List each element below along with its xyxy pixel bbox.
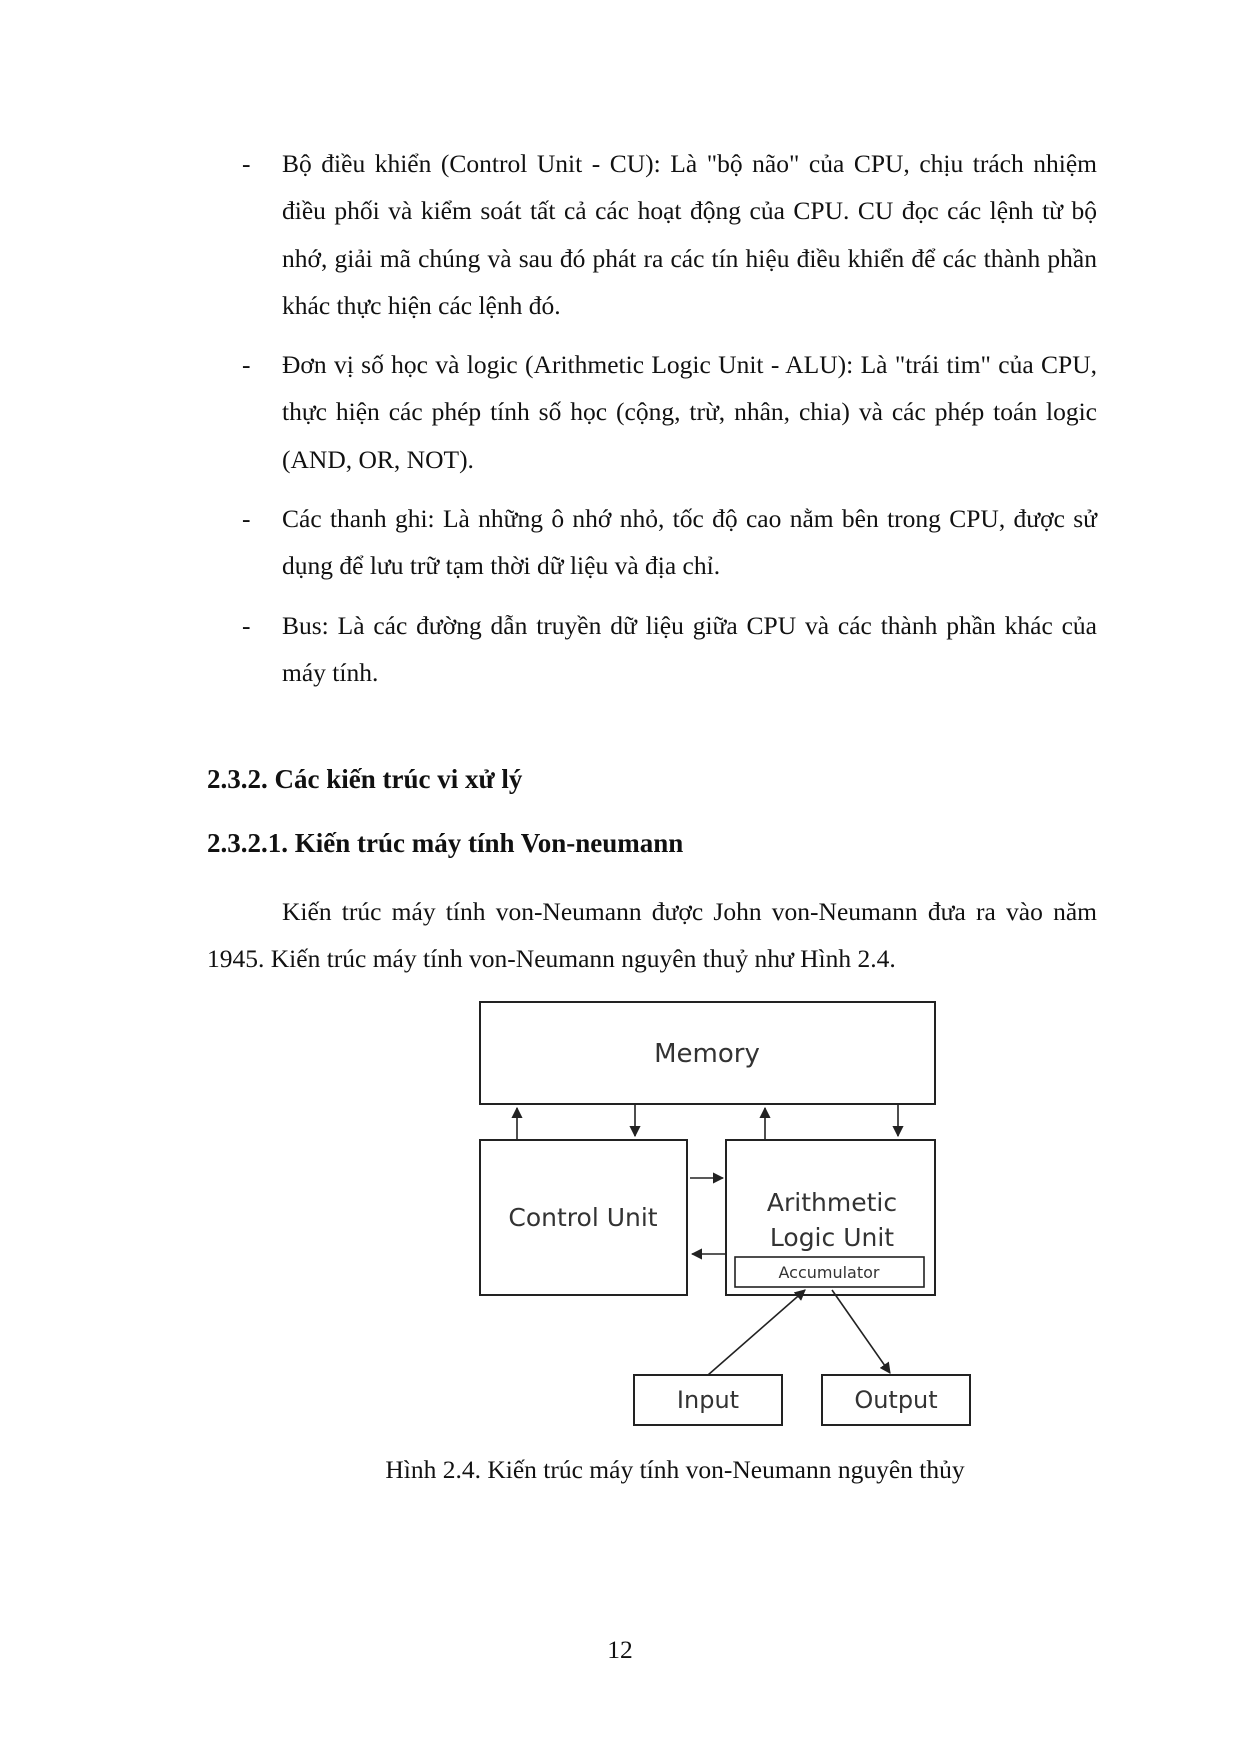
diagram-svg: Memory Control Unit Arithmetic Logic Uni…	[479, 1001, 971, 1426]
memory-box	[479, 1001, 936, 1105]
bullet-text: Bus: Là các đường dẫn truyền dữ liệu giữ…	[282, 610, 1097, 687]
input-box	[633, 1374, 783, 1426]
bullet-text: Bộ điều khiển (Control Unit - CU): Là "b…	[282, 149, 1097, 320]
bullet-item-control-unit: - Bộ điều khiển (Control Unit - CU): Là …	[207, 140, 1097, 329]
output-box	[821, 1374, 971, 1426]
input-label: Input	[677, 1386, 739, 1414]
bullet-text: Các thanh ghi: Là những ô nhớ nhỏ, tốc đ…	[282, 504, 1097, 581]
bullet-list: - Bộ điều khiển (Control Unit - CU): Là …	[207, 140, 1097, 708]
alu-label-line2: Logic Unit	[770, 1223, 894, 1252]
bullet-item-registers: - Các thanh ghi: Là những ô nhớ nhỏ, tốc…	[207, 495, 1097, 590]
bullet-dash: -	[242, 610, 251, 640]
bullet-dash: -	[242, 350, 251, 380]
von-neumann-diagram: Memory Control Unit Arithmetic Logic Uni…	[470, 990, 980, 1430]
input-to-accumulator-arrow	[707, 1289, 806, 1376]
accumulator-label: Accumulator	[778, 1263, 879, 1282]
bullet-item-alu: - Đơn vị số học và logic (Arithmetic Log…	[207, 341, 1097, 483]
subsection-heading: 2.3.2.1. Kiến trúc máy tính Von-neumann	[207, 828, 684, 858]
accumulator-to-output-arrow	[831, 1289, 891, 1374]
bullet-dash: -	[242, 149, 251, 178]
figure-caption: Hình 2.4. Kiến trúc máy tính von-Neumann…	[385, 1455, 965, 1484]
accumulator-box	[734, 1256, 925, 1288]
alu-label-line1: Arithmetic	[767, 1188, 897, 1217]
output-label: Output	[854, 1386, 937, 1414]
control-unit-label: Control Unit	[508, 1203, 657, 1232]
page-number: 12	[607, 1635, 633, 1664]
bullet-dash: -	[242, 504, 251, 534]
bullet-text: Đơn vị số học và logic (Arithmetic Logic…	[282, 350, 1097, 474]
body-paragraph: Kiến trúc máy tính von-Neumann được John…	[207, 897, 1097, 973]
section-heading: 2.3.2. Các kiến trúc vi xử lý	[207, 764, 523, 794]
memory-label: Memory	[654, 1039, 760, 1069]
control-unit-box	[479, 1139, 688, 1296]
bullet-item-bus: - Bus: Là các đường dẫn truyền dữ liệu g…	[207, 602, 1097, 697]
